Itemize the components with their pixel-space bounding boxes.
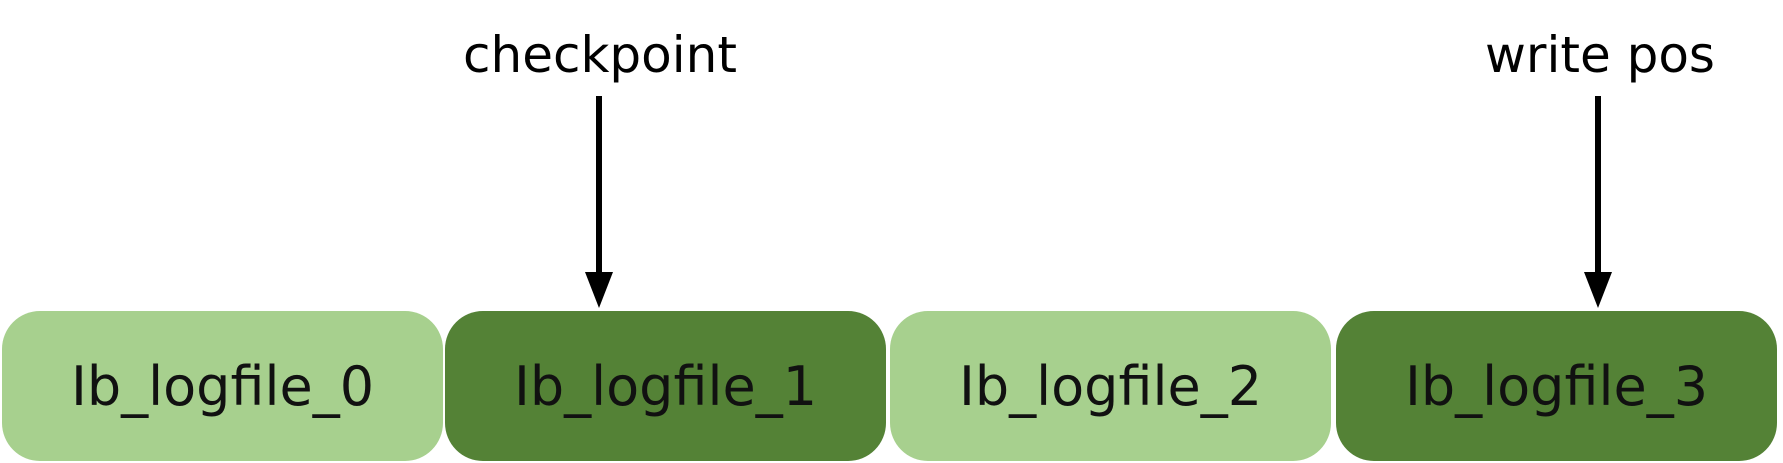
logfile-block-2: Ib_logfile_2 [890, 311, 1331, 461]
logfile-label: Ib_logfile_0 [70, 354, 375, 418]
logfile-label: Ib_logfile_3 [1404, 354, 1709, 418]
checkpoint-arrow [585, 96, 613, 308]
logfile-block-3: Ib_logfile_3 [1336, 311, 1777, 461]
logfile-block-0: Ib_logfile_0 [2, 311, 443, 461]
logfile-block-1: Ib_logfile_1 [445, 311, 886, 461]
logfile-label: Ib_logfile_2 [958, 354, 1263, 418]
checkpoint-label: checkpoint [463, 26, 737, 84]
write-pos-label: write pos [1485, 26, 1715, 84]
logfile-label: Ib_logfile_1 [513, 354, 818, 418]
write-pos-arrow [1584, 96, 1612, 308]
